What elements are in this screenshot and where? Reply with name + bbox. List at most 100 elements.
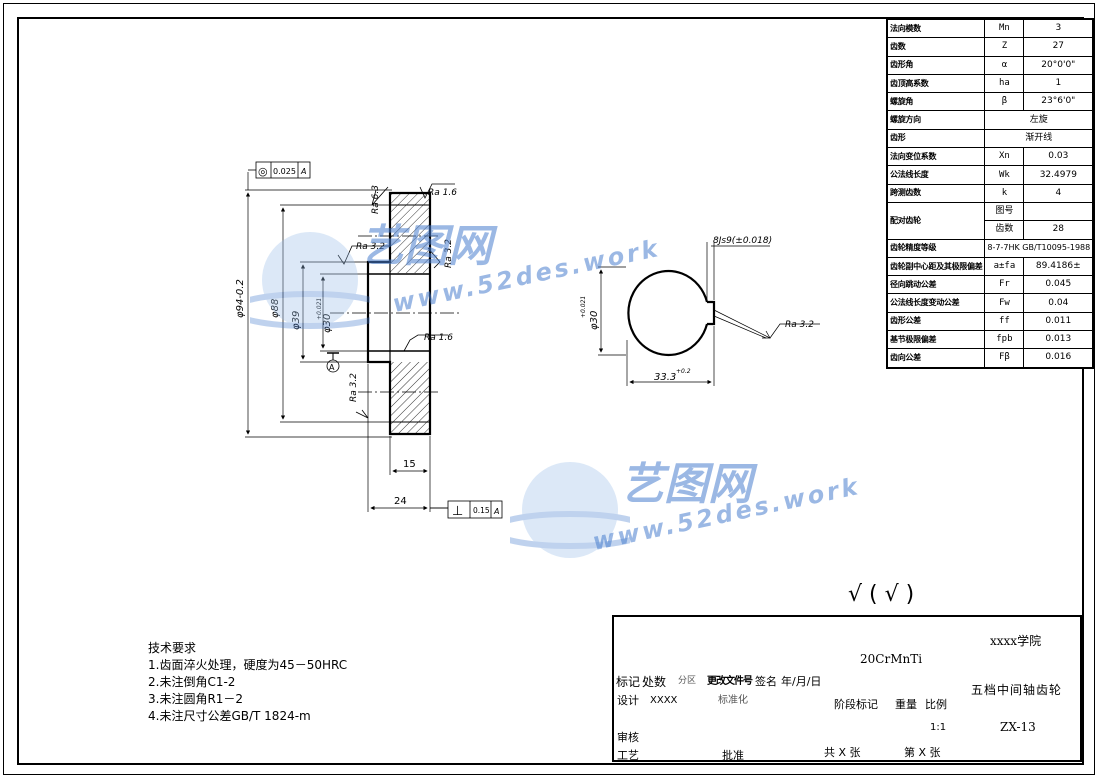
geo-tol-bottom: ⊥ 0.15 A bbox=[447, 500, 503, 519]
param-name: 径向跳动公差 bbox=[886, 275, 986, 295]
param-sym: Fβ bbox=[984, 348, 1025, 369]
param-sym: Xn bbox=[984, 147, 1025, 167]
param-val: 0.013 bbox=[1023, 330, 1094, 350]
dim-hub-dia: φ88 bbox=[270, 299, 281, 318]
param-val: 28 bbox=[1023, 220, 1094, 240]
technical-requirements: 技术要求 1.齿面淬火处理，硬度为45－50HRC 2.未注倒角C1-2 3.未… bbox=[148, 640, 347, 725]
tech-item-1: 1.齿面淬火处理，硬度为45－50HRC bbox=[148, 658, 348, 672]
tb-scale: 1:1 bbox=[930, 722, 947, 733]
ra-1: Ra 6.3 bbox=[371, 185, 381, 214]
gear-outline bbox=[366, 191, 432, 436]
param-val: 4 bbox=[1023, 183, 1094, 203]
param-name: 公法线长度变动公差 bbox=[886, 293, 986, 313]
tech-item-3: 3.未注圆角R1－2 bbox=[148, 692, 244, 706]
perpendicularity-icon: ⊥ bbox=[452, 504, 463, 519]
dim-outer-dia: φ94-0.2 bbox=[235, 279, 246, 318]
tb-design: 设计 bbox=[617, 694, 639, 707]
tech-title: 技术要求 bbox=[148, 641, 197, 655]
param-val: 0.011 bbox=[1023, 311, 1094, 332]
param-row: 螺旋方向左旋 bbox=[886, 110, 1094, 130]
param-val: 8-7-7HK GB/T10095-1988 bbox=[984, 238, 1094, 258]
param-name: 公法线长度 bbox=[886, 165, 986, 185]
param-name: 齿向公差 bbox=[886, 348, 986, 369]
bore-keyway-view bbox=[598, 242, 820, 386]
default-roughness-symbol: √ ( √ ) bbox=[848, 582, 915, 607]
concentricity-icon: ◎ bbox=[258, 165, 268, 178]
geo-tol-top-value: 0.025 bbox=[273, 167, 296, 176]
param-val: 0.016 bbox=[1023, 348, 1094, 369]
param-name: 齿形公差 bbox=[886, 311, 986, 332]
param-name: 法向模数 bbox=[886, 18, 986, 39]
datum-a: A bbox=[329, 363, 335, 372]
bore-ra: Ra 3.2 bbox=[785, 320, 814, 330]
param-val: 0.045 bbox=[1023, 275, 1094, 295]
bore-depth-tol: +0.2 bbox=[676, 368, 691, 375]
ra-5: Ra 1.6 bbox=[424, 333, 453, 343]
param-sym: a±fa bbox=[984, 256, 1025, 277]
param-val bbox=[1023, 201, 1094, 222]
geo-tol-bottom-value: 0.15 bbox=[473, 506, 490, 515]
tb-mark: 标记 bbox=[616, 675, 641, 689]
dim-pitch-dia: φ39 bbox=[291, 311, 302, 330]
param-sym: ff bbox=[984, 311, 1025, 332]
bore-view-dia: φ30 bbox=[589, 311, 600, 330]
param-row: 配对齿轮图号 bbox=[886, 201, 1094, 240]
param-val: 20°0'0" bbox=[1023, 55, 1094, 75]
dim-bore-tol: +0.021 bbox=[316, 298, 323, 320]
tb-scale-label: 比例 bbox=[925, 698, 947, 711]
param-val: 3 bbox=[1023, 18, 1094, 39]
inner-border bbox=[17, 17, 1084, 765]
tb-change-doc: 更改文件号 bbox=[707, 676, 753, 687]
tb-designer: XXXX bbox=[650, 695, 678, 706]
param-val: 89.4186± bbox=[1023, 256, 1094, 277]
tb-school: xxxx学院 bbox=[990, 634, 1042, 648]
param-val: 1 bbox=[1023, 73, 1094, 94]
tb-approve: 批准 bbox=[722, 749, 744, 762]
param-sym: β bbox=[984, 92, 1025, 112]
tb-process: 工艺 bbox=[617, 749, 639, 762]
param-name: 螺旋方向 bbox=[886, 110, 986, 130]
ra-6: Ra 3.2 bbox=[349, 373, 359, 402]
param-name: 齿形角 bbox=[886, 55, 986, 75]
param-name: 基节极限偏差 bbox=[886, 330, 986, 350]
param-sym: 齿数 bbox=[984, 220, 1025, 240]
param-val: 23°6'0" bbox=[1023, 92, 1094, 112]
param-name: 螺旋角 bbox=[886, 92, 986, 112]
param-sym: Fr bbox=[984, 275, 1025, 295]
ra-4: Ra 3.2 bbox=[444, 239, 454, 268]
param-name: 跨测齿数 bbox=[886, 183, 986, 203]
param-row: 齿形渐开线 bbox=[886, 128, 1094, 149]
tech-item-2: 2.未注倒角C1-2 bbox=[148, 675, 236, 689]
tb-weight: 重量 bbox=[895, 698, 917, 711]
keyway-dim: 8Js9(±0.018) bbox=[713, 236, 772, 246]
ra-3: Ra 3.2 bbox=[356, 242, 385, 252]
param-val: 0.04 bbox=[1023, 293, 1094, 313]
param-name: 法向变位系数 bbox=[886, 147, 986, 167]
param-val: 27 bbox=[1023, 37, 1094, 57]
geo-tol-bottom-datum: A bbox=[493, 507, 499, 516]
tb-zone: 分区 bbox=[678, 676, 697, 686]
dim-bore-dia: φ30 bbox=[322, 314, 333, 333]
tb-stage: 阶段标记 bbox=[834, 698, 878, 711]
geo-tol-top: ◎ 0.025 A bbox=[248, 161, 311, 179]
param-sym: α bbox=[984, 55, 1025, 75]
tb-material: 20CrMnTi bbox=[860, 652, 923, 666]
param-name: 齿轮副中心距及其极限偏差 bbox=[886, 256, 986, 277]
param-val: 0.03 bbox=[1023, 147, 1094, 167]
param-val: 渐开线 bbox=[984, 128, 1094, 149]
tb-date: 年/月/日 bbox=[781, 675, 822, 688]
param-name: 配对齿轮 bbox=[886, 201, 986, 240]
dim-width-24: 24 bbox=[394, 496, 407, 507]
param-sym: Wk bbox=[984, 165, 1025, 185]
tooth-hatch-top bbox=[390, 193, 430, 273]
